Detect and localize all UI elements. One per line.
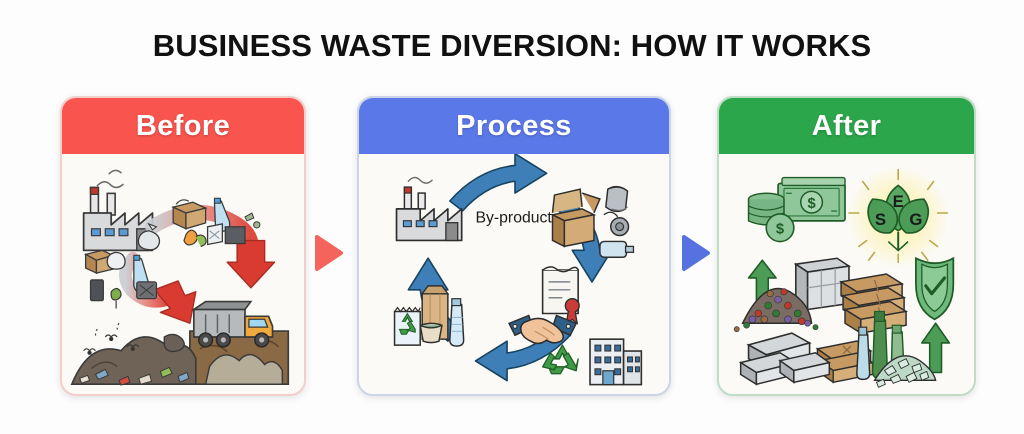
by-products-label: By-products: [475, 210, 559, 227]
trash-bag-icon: [106, 251, 126, 270]
esg-leaf-icon: E S G: [846, 165, 950, 269]
panel-after: After $: [717, 96, 976, 396]
cardboard-box-icon: [171, 199, 208, 230]
panel-before-header: Before: [62, 98, 304, 154]
panel-process-title: Process: [456, 109, 572, 142]
arrow-right-icon: [682, 235, 710, 271]
arrow-right-icon: [315, 235, 343, 271]
certificate-icon: [541, 266, 580, 325]
svg-text:$: $: [807, 196, 815, 212]
factory-icon: [395, 176, 463, 242]
after-illustration: $ $: [719, 154, 974, 394]
panel-before: Before: [60, 96, 306, 396]
svg-text:$: $: [776, 222, 784, 238]
page-title: BUSINESS WASTE DIVERSION: HOW IT WORKS: [152, 28, 872, 63]
glass-bottle-icon: [599, 240, 635, 258]
flies-icon: [83, 322, 140, 355]
esg-letter-e: E: [893, 192, 904, 211]
organic-waste-icon: [183, 229, 207, 248]
panel-after-title: After: [811, 109, 882, 142]
green-up-arrow-icon: [921, 322, 951, 374]
connector-before-to-process: [311, 233, 345, 273]
panel-after-header: After: [719, 98, 974, 154]
panel-before-title: Before: [135, 109, 231, 142]
panel-process-header: Process: [359, 98, 669, 154]
panel-process: Process: [357, 96, 671, 396]
handshake-icon: [508, 314, 578, 345]
banknote-icon: $: [777, 176, 846, 222]
esg-letter-s: S: [875, 210, 886, 229]
glass-shard-icon: [244, 212, 261, 229]
trash-bag-icon: [137, 222, 161, 251]
red-down-arrow-icon: [226, 239, 276, 289]
waste-stream-icon: [119, 251, 173, 308]
before-illustration: [62, 154, 304, 394]
organic-waste-icon: [110, 287, 122, 309]
coin-stack-icon: $: [747, 192, 795, 243]
plastic-granulate-icon: [733, 287, 819, 333]
baled-cardboard-icon: [839, 273, 909, 335]
office-building-icon: [589, 338, 643, 386]
process-illustration: By-products: [359, 154, 669, 394]
shield-check-icon: [915, 256, 955, 321]
metal-ingot-icon: [738, 332, 832, 386]
recycled-products-icon: [393, 285, 465, 347]
broken-electronics-icon: [206, 223, 246, 246]
broken-electronics-icon: [89, 279, 158, 302]
cardboard-box-icon: [550, 188, 601, 248]
red-down-arrow-icon: [153, 280, 197, 324]
smoke-icon: [96, 169, 124, 189]
esg-letter-g: G: [909, 210, 922, 229]
glass-cullet-icon: [873, 355, 937, 388]
scrap-metal-icon: [603, 185, 630, 237]
garbage-truck-icon: [191, 300, 274, 348]
blue-cycle-arrows-icon: [407, 154, 613, 382]
recycling-symbol-icon: [541, 344, 579, 375]
connector-process-to-after: [678, 233, 712, 273]
landfill-pile-icon: [70, 330, 290, 386]
